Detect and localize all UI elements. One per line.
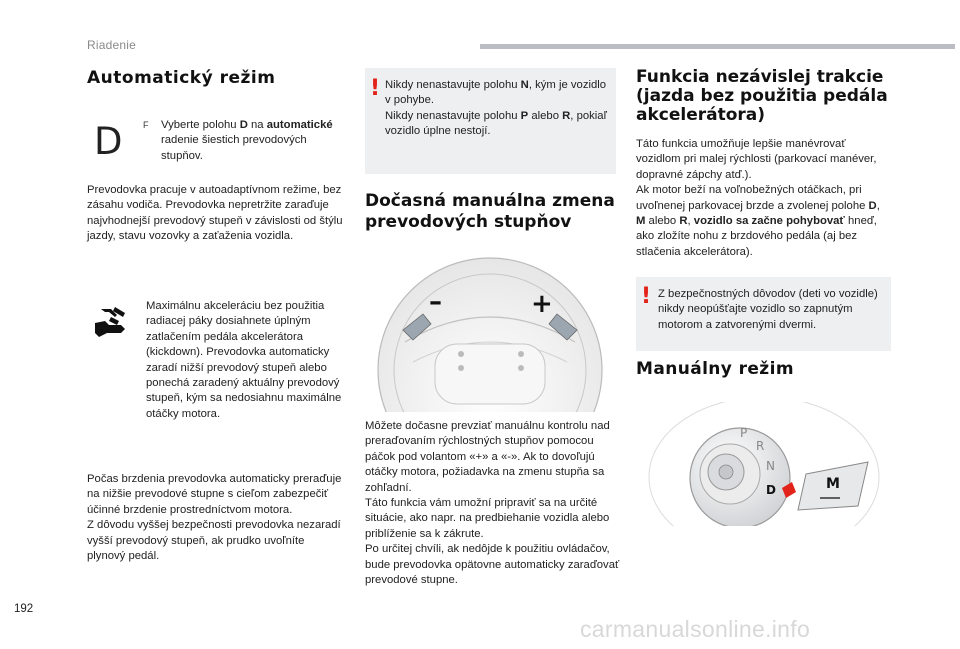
manual-shift-paragraph: Môžete dočasne prevziať manuálnu kontrol… — [365, 419, 620, 588]
bullet-text: Vyberte polohu — [161, 119, 240, 131]
warning-icon: ! — [641, 284, 652, 309]
braking-text-1: Počas brzdenia prevodovka automaticky pr… — [87, 473, 342, 516]
traction-bold-d: D — [868, 199, 877, 212]
warning-line2-bold-r: R — [562, 109, 571, 122]
header-rule — [480, 44, 955, 49]
traction-bold-phrase: vozidlo sa začne pohybovať — [693, 215, 845, 228]
m-button-label: M — [826, 476, 840, 492]
traction-bold-m: M — [636, 215, 646, 228]
warning-line1-end: , kým je vozidlo v pohybe. — [385, 79, 607, 107]
selector-r-label: R — [756, 439, 764, 453]
warning-line2-text: Nikdy nenastavujte polohu — [385, 109, 521, 122]
traction-title: Funkcia nezávislej trakcie (jazda bez po… — [636, 67, 888, 125]
intro-paragraph: Prevodovka pracuje v autoadaptívnom reži… — [87, 184, 343, 243]
bullet-text-mid: na — [247, 119, 267, 131]
traction-text-end: hneď, ako zložíte nohu z brzdového pedál… — [636, 215, 877, 258]
manual-text-1: Môžete dočasne prevziať manuálnu kontrol… — [365, 420, 610, 494]
bullet-mark: F — [143, 120, 149, 130]
warning-line2-mid: alebo — [528, 109, 563, 122]
kickdown-paragraph: Maximálnu akceleráciu bez použitia radia… — [146, 300, 342, 420]
warning-line1-text: Nikdy nenastavujte polohu — [385, 79, 521, 91]
automatic-mode-title: Automatický režim — [87, 68, 276, 88]
warning-icon: ! — [370, 76, 381, 101]
traction-bold-r: R — [679, 215, 688, 228]
manual-mode-title: Manuálny režim — [636, 359, 794, 379]
warning-box-children: ! Z bezpečnostných dôvodov (deti vo vozi… — [636, 277, 891, 351]
bullet-bold-auto: automatické — [266, 119, 333, 131]
warning-line2-bold-p: P — [520, 109, 529, 122]
traction-text-2a: Ak motor beží na voľnobežných otáčkach, … — [636, 184, 869, 212]
manual-text-3: Po určitej chvíli, ak nedôjde k použitiu… — [365, 543, 620, 587]
hand-pedal-icon — [95, 307, 125, 337]
traction-sep-1: , — [876, 199, 880, 212]
page-number: 192 — [14, 603, 34, 615]
traction-text-2: Ak motor beží na voľnobežných otáčkach, … — [636, 183, 892, 260]
steering-wheel-illustration: – + — [377, 257, 603, 412]
warning-box-gear: ! Nikdy nenastavujte polohu N, kým je vo… — [365, 68, 616, 174]
section-header: Riadenie — [87, 38, 136, 52]
braking-text-2: Z dôvodu vyššej bezpečnosti prevodovka n… — [87, 519, 341, 563]
bullet-text-after: radenie šiestich prevodových stupňov. — [161, 134, 307, 162]
watermark: carmanualsonline.info — [580, 616, 811, 642]
traction-sep-2: alebo — [645, 215, 680, 228]
select-d-bullet: F Vyberte polohu D na automatické radeni… — [143, 118, 343, 164]
warning-children-text: Z bezpečnostných dôvodov (deti vo vozidl… — [658, 288, 878, 331]
plus-paddle-label: + — [531, 289, 553, 319]
bullet-bold-d: D — [239, 119, 248, 131]
traction-paragraph: Táto funkcia umožňuje lepšie manévrovať … — [636, 137, 892, 260]
warning-text: Nikdy nenastavujte polohu N, kým je vozi… — [385, 78, 607, 140]
manual-shift-title: Dočasná manuálna zmena prevodových stupň… — [365, 191, 615, 232]
selector-n-label: N — [766, 459, 775, 473]
manual-text-2: Táto funkcia vám umožní pripraviť sa na … — [365, 497, 610, 540]
warning-line2-end: , pokiaľ vozidlo úplne nestojí. — [385, 109, 607, 138]
selector-p-label: P — [740, 426, 747, 440]
warning-line1-bold: N — [520, 79, 529, 91]
traction-text-1: Táto funkcia umožňuje lepšie manévrovať … — [636, 138, 877, 181]
traction-sep-3: , — [687, 215, 694, 228]
selector-d-label: D — [766, 483, 776, 497]
minus-paddle-label: – — [429, 287, 442, 317]
braking-paragraph: Počas brzdenia prevodovka automaticky pr… — [87, 472, 345, 564]
gear-selector-illustration: P R N D M — [648, 402, 880, 526]
d-position-icon: D — [94, 120, 123, 163]
